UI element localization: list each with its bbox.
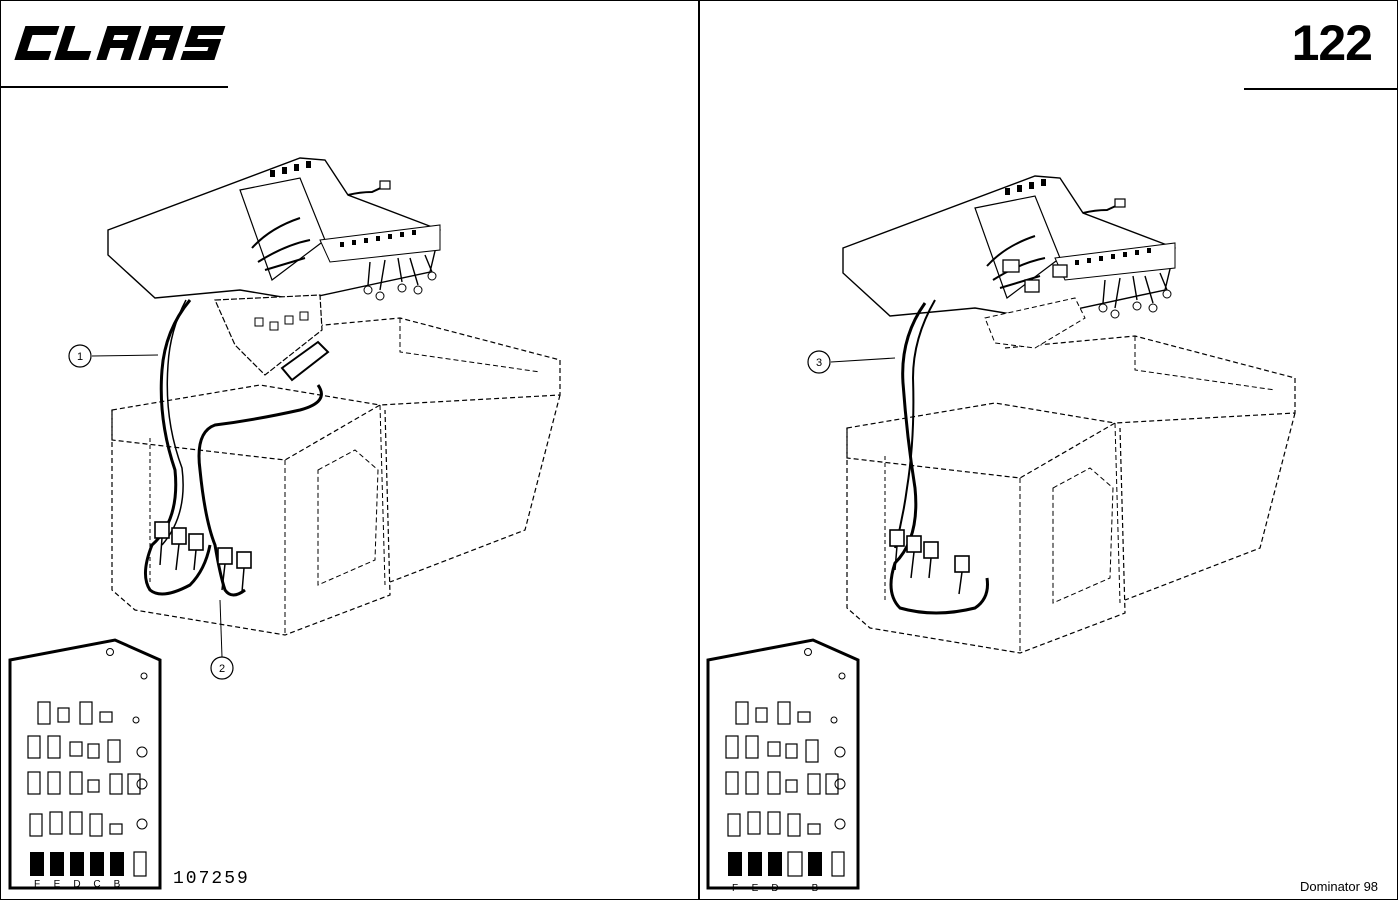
- right-figure: 3: [807, 175, 1296, 654]
- model-label: Dominator 98: [1300, 879, 1379, 894]
- callout-2: 2: [219, 663, 225, 675]
- drawing-number: 107259: [173, 869, 250, 889]
- fuse-letter: F: [34, 879, 40, 890]
- fuse-letter: C: [93, 879, 100, 890]
- page-number-underline: [1244, 88, 1398, 90]
- page-number: 122: [1291, 15, 1373, 71]
- callout-3: 3: [816, 357, 822, 369]
- fuse-letter: F: [732, 883, 738, 894]
- left-figure: 1 2 F E D C B: [8, 157, 561, 890]
- callout-1: 1: [77, 351, 83, 363]
- fuse-letter: B: [812, 883, 819, 894]
- claas-logo: [14, 26, 226, 60]
- fuse-letters-left: F E D C B: [34, 879, 121, 890]
- brand-underline: [0, 86, 228, 88]
- fuse-letter: B: [114, 879, 121, 890]
- center-divider: [698, 0, 700, 900]
- fuse-letter: D: [771, 883, 778, 894]
- right-fuse-panel: F E D B: [706, 638, 860, 894]
- fuse-letter: E: [54, 879, 61, 890]
- fuse-letter: E: [752, 883, 759, 894]
- fuse-letter: D: [73, 879, 80, 890]
